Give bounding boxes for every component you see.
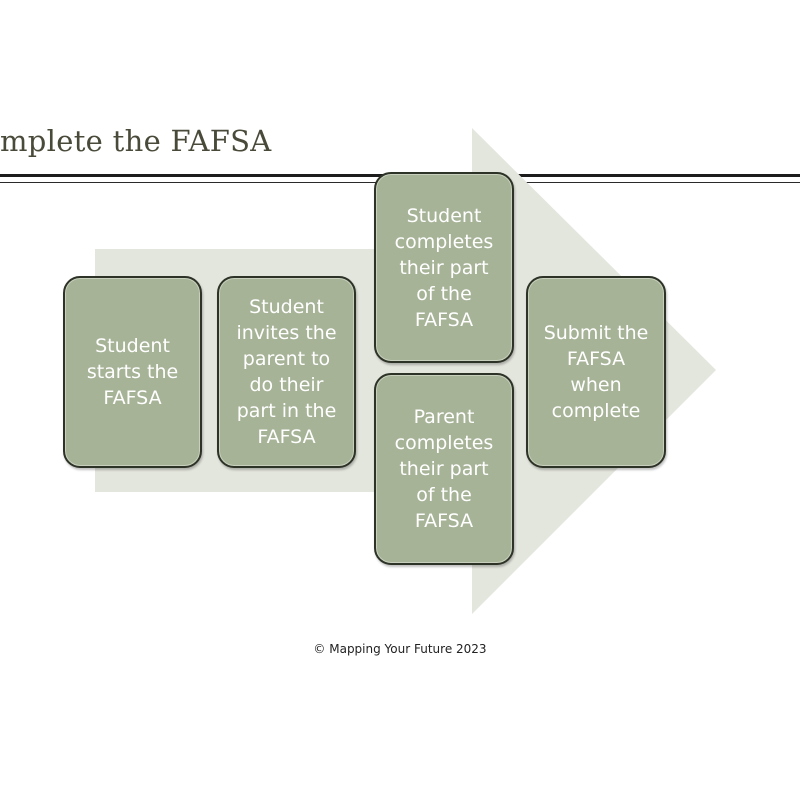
slide-title: mplete the FAFSA — [0, 124, 272, 158]
step-submit-fafsa: Submit the FAFSA when complete — [526, 276, 666, 468]
step-label: Student invites the parent to do their p… — [236, 296, 337, 448]
process-arrow-shape — [95, 128, 716, 614]
step-student-starts: Student starts the FAFSA — [63, 276, 202, 468]
step-student-invites-parent: Student invites the parent to do their p… — [217, 276, 356, 468]
step-label: Parent completes their part of the FAFSA — [394, 406, 494, 532]
step-label: Submit the FAFSA when complete — [543, 322, 649, 422]
step-student-completes-part: Student completes their part of the FAFS… — [374, 172, 514, 363]
step-parent-completes-part: Parent completes their part of the FAFSA — [374, 373, 514, 565]
step-label: Student completes their part of the FAFS… — [394, 204, 494, 331]
step-label: Student starts the FAFSA — [86, 335, 179, 409]
copyright-footer: © Mapping Your Future 2023 — [313, 642, 487, 656]
